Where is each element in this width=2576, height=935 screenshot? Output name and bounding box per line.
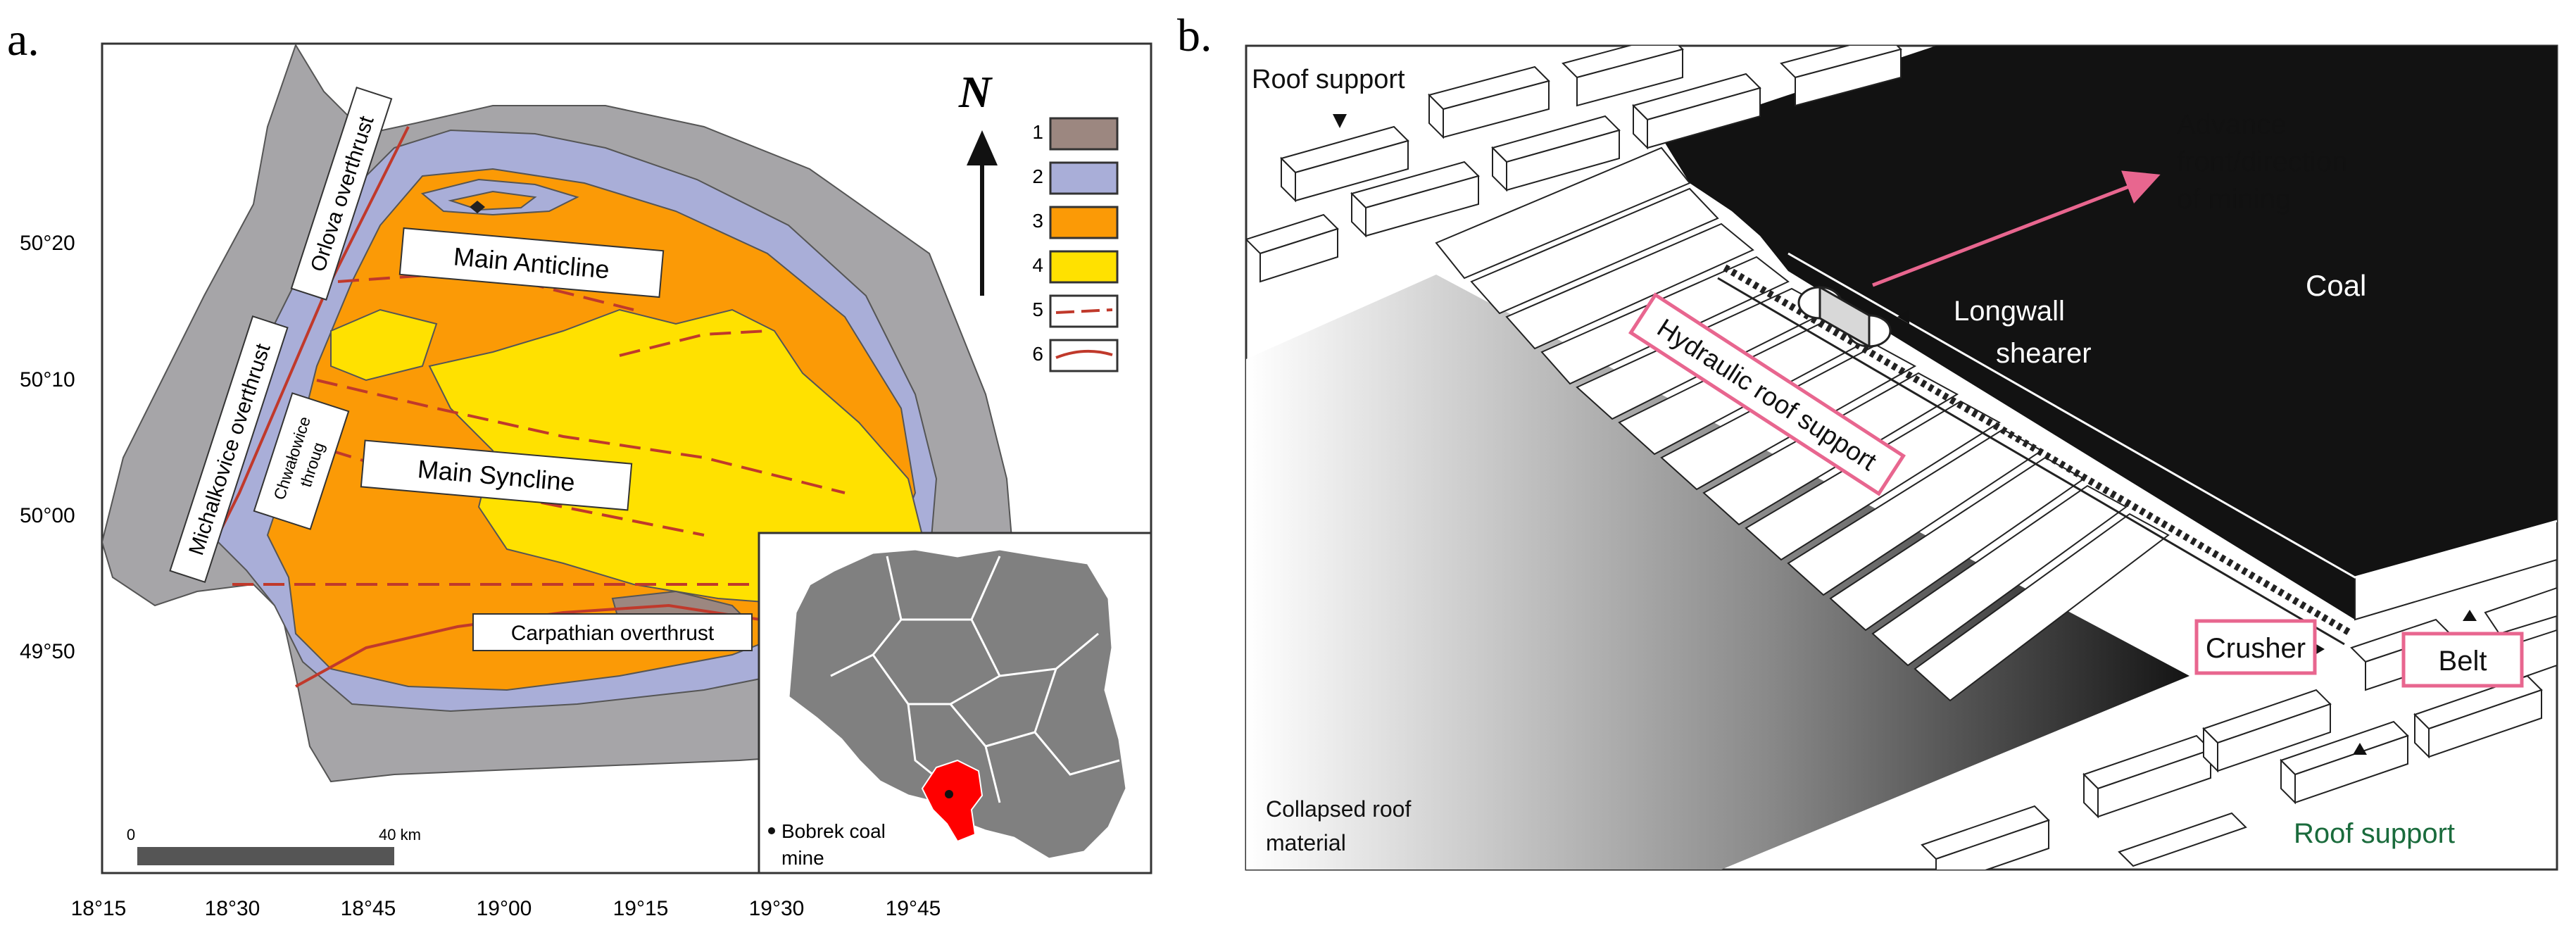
fault-line-2 (619, 330, 768, 357)
lon-label-7: 19°45 (886, 897, 941, 920)
crusher-label: Crusher (2206, 633, 2306, 664)
chwalowice-label-box: Chwałowice throug (253, 392, 350, 530)
lon-label-1: 18°15 (71, 897, 127, 920)
shearer-pointer-icon (1897, 310, 1909, 324)
belt-label-box: Belt (2401, 632, 2524, 688)
poland-map (787, 548, 1128, 860)
legend-swatch-1 (1049, 117, 1119, 151)
belt-label: Belt (2439, 646, 2487, 677)
panel-b-letter: b. (1177, 10, 1212, 61)
coal-top-edge (1788, 252, 2557, 579)
coal-block (1661, 46, 2557, 620)
main-anticline-label-box: Main Anticline (398, 227, 665, 299)
scale-start: 0 (127, 826, 135, 843)
latitude-labels: 50°20 50°10 50°00 49°50 (20, 232, 75, 663)
lat-label-4: 49°50 (20, 640, 75, 663)
shearer-label-line1: Longwall (1954, 296, 2065, 327)
crusher-label-box: Crusher (2194, 619, 2317, 675)
legend-num-6: 6 (1032, 343, 1043, 365)
legend-num-2: 2 (1032, 165, 1043, 187)
coal-label: Coal (2306, 269, 2366, 302)
carpathian-label: Carpathian overthrust (511, 622, 715, 645)
north-arrow-icon: N (958, 67, 998, 296)
fault-line-7 (203, 126, 410, 564)
poland-voivodeship-borders (830, 556, 1120, 803)
advance-label-line1: Advance (2177, 109, 2287, 140)
panel-a-letter: a. (7, 14, 39, 65)
hydraulic-support-rows (1435, 146, 2170, 702)
legend-swatch-3 (1049, 206, 1119, 239)
lat-label-3: 50°00 (20, 504, 75, 527)
shearer-label-line2: shearer (1996, 338, 2092, 369)
map-legend: 1 2 3 4 5 6 (1032, 117, 1119, 372)
fault-line-1 (337, 272, 634, 311)
advance-label-line2: front/direction (2177, 146, 2347, 177)
legend-num-1: 1 (1032, 121, 1043, 143)
gateroad-blocks-top (1246, 46, 1902, 283)
inset-mine-label-line1: Bobrek coal (781, 820, 886, 842)
advance-direction-arrow (1872, 170, 2161, 287)
longwall-diagram (1246, 46, 2557, 870)
legend-mine-dot-icon (768, 827, 775, 834)
advance-label-line3: of mining (2177, 184, 2291, 215)
lon-label-4: 19°00 (477, 897, 532, 920)
mine-marker-icon (470, 201, 485, 213)
legend-swatch-2 (1049, 161, 1119, 195)
panel-a: a. Orlova overthrust (7, 14, 1152, 920)
carpathian-label-box: Carpathian overthrust (472, 613, 753, 651)
silesia-highlight (921, 759, 984, 843)
roof-support-top-label: Roof support (1252, 65, 1405, 94)
collapsed-roof-label-line2: material (1266, 830, 1346, 855)
longwall-shearer-icon (1797, 285, 1892, 349)
panel-b: b. (1177, 10, 2558, 871)
legend-num-3: 3 (1032, 210, 1043, 232)
roof-support-bottom-pointer-icon (2353, 743, 2367, 755)
lon-label-6: 19°30 (749, 897, 805, 920)
lon-label-3: 18°45 (341, 897, 396, 920)
unit-yellow-lens (330, 308, 438, 382)
lat-label-1: 50°20 (20, 232, 75, 255)
legend-num-4: 4 (1032, 254, 1043, 276)
longitude-labels: 18°15 18°30 18°45 19°00 19°15 19°30 19°4… (71, 897, 941, 920)
belt-pointer-icon (2463, 610, 2477, 621)
scale-end: 40 km (379, 826, 421, 843)
collapsed-roof-label-line1: Collapsed roof (1266, 796, 1411, 822)
main-syncline-label-box: Main Syncline (360, 439, 633, 511)
north-symbol: N (958, 67, 993, 117)
mine-location-dot (945, 790, 953, 798)
legend-swatch-4 (1049, 250, 1119, 284)
gateroad-blocks-bottom (1921, 586, 2557, 870)
armoured-conveyor (1723, 264, 2354, 637)
roof-support-top-pointer-icon (1333, 114, 1347, 128)
roof-support-bottom-label: Roof support (2294, 818, 2455, 849)
lon-label-2: 18°30 (205, 897, 260, 920)
fault-line-3 (316, 379, 846, 494)
scale-bar: 0 40 km (127, 826, 421, 865)
collapsed-roof-area (1246, 275, 2189, 870)
armoured-conveyor-edge (1717, 277, 2345, 646)
lon-label-5: 19°15 (613, 897, 669, 920)
inset-mine-label-line2: mine (781, 847, 824, 869)
legend-fault-5 (1055, 308, 1113, 314)
legend-num-5: 5 (1032, 299, 1043, 320)
legend-fault-6 (1055, 349, 1113, 359)
geological-map (102, 44, 1015, 783)
lat-label-2: 50°10 (20, 368, 75, 391)
poland-inset: Bobrek coal mine (758, 532, 1152, 874)
